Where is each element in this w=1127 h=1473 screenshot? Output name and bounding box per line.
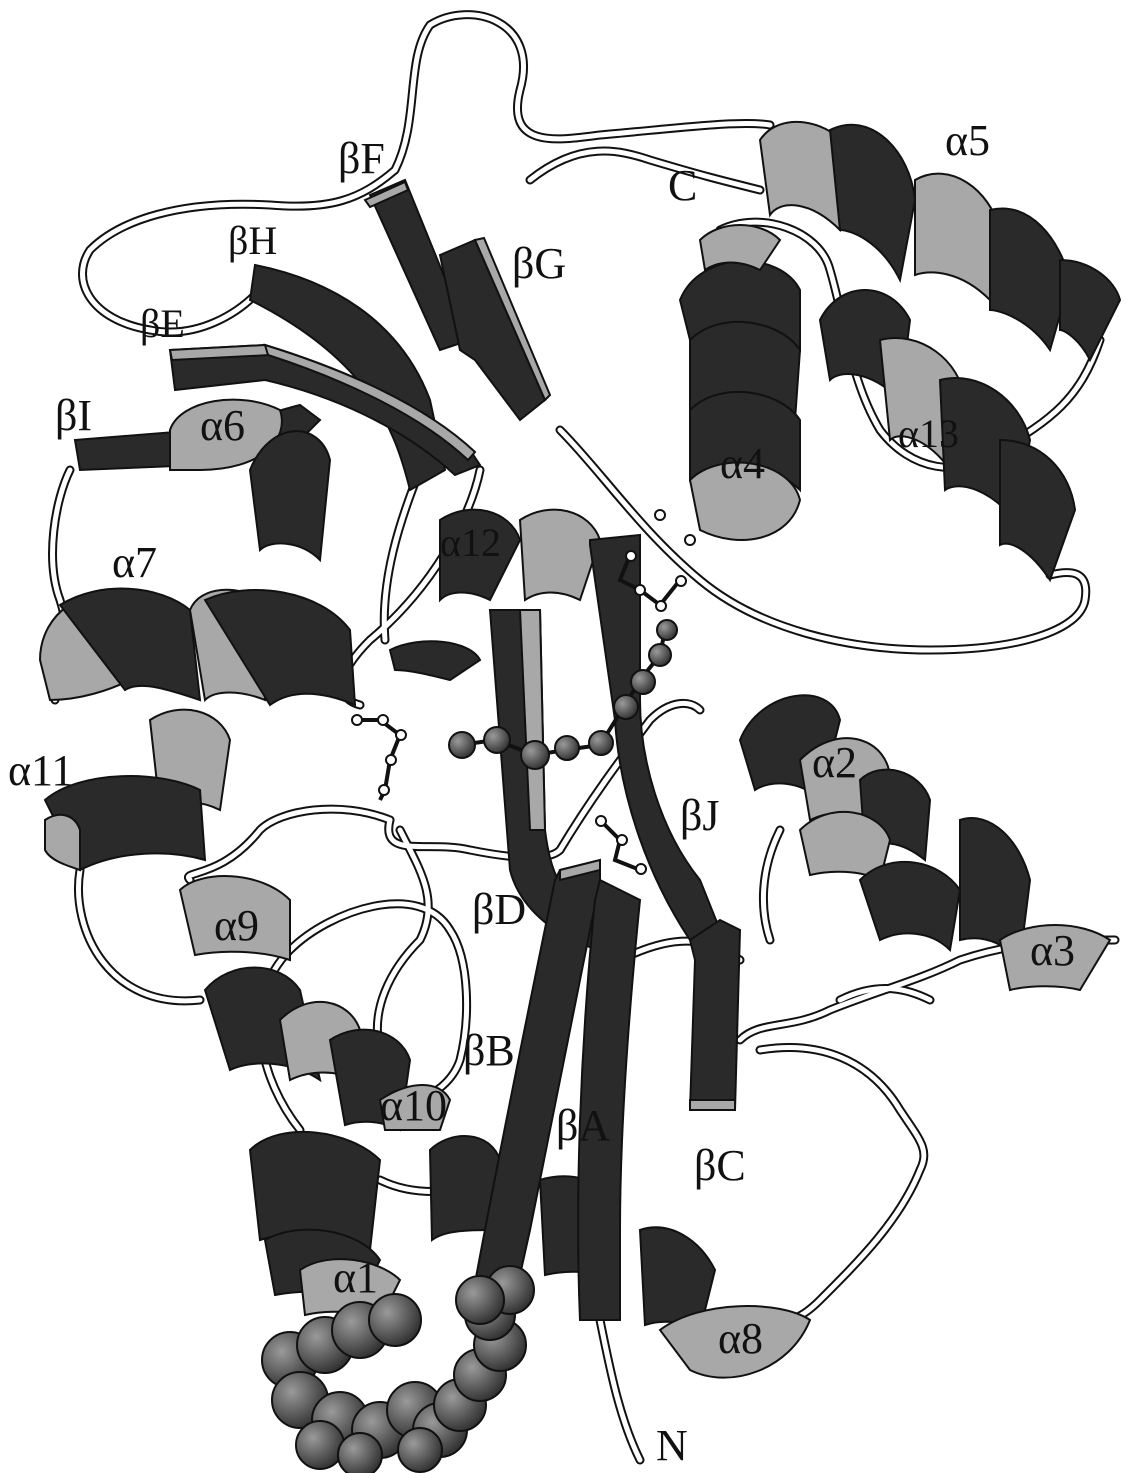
label-bC: βC [694,1141,746,1190]
label-n-terminus: N [656,1421,688,1470]
label-bB: βB [463,1026,515,1075]
label-a2: α2 [812,738,857,787]
helix-alpha7 [40,589,355,705]
label-bI: βI [55,391,92,440]
label-c-terminus: C [668,161,697,210]
label-bE: βE [140,301,185,346]
label-a3: α3 [1030,926,1075,975]
strand-bC [690,920,740,1110]
label-bD: βD [472,885,526,934]
label-a1: α1 [333,1253,378,1302]
label-a7: α7 [112,538,157,587]
label-bH: βH [228,218,277,263]
label-a10: α10 [380,1081,447,1130]
label-a8: α8 [718,1314,763,1363]
label-bF: βF [338,134,385,183]
label-a9: α9 [214,901,259,950]
helix-alpha4 [680,225,800,540]
label-a5: α5 [945,116,990,165]
label-a11: α11 [8,746,73,795]
label-a6: α6 [200,401,245,450]
label-bJ: βJ [680,791,720,840]
label-bG: βG [512,239,566,288]
label-a4: α4 [720,439,765,488]
label-bA: βA [556,1101,610,1150]
label-a13: α13 [898,411,959,456]
label-a12: α12 [440,520,501,565]
